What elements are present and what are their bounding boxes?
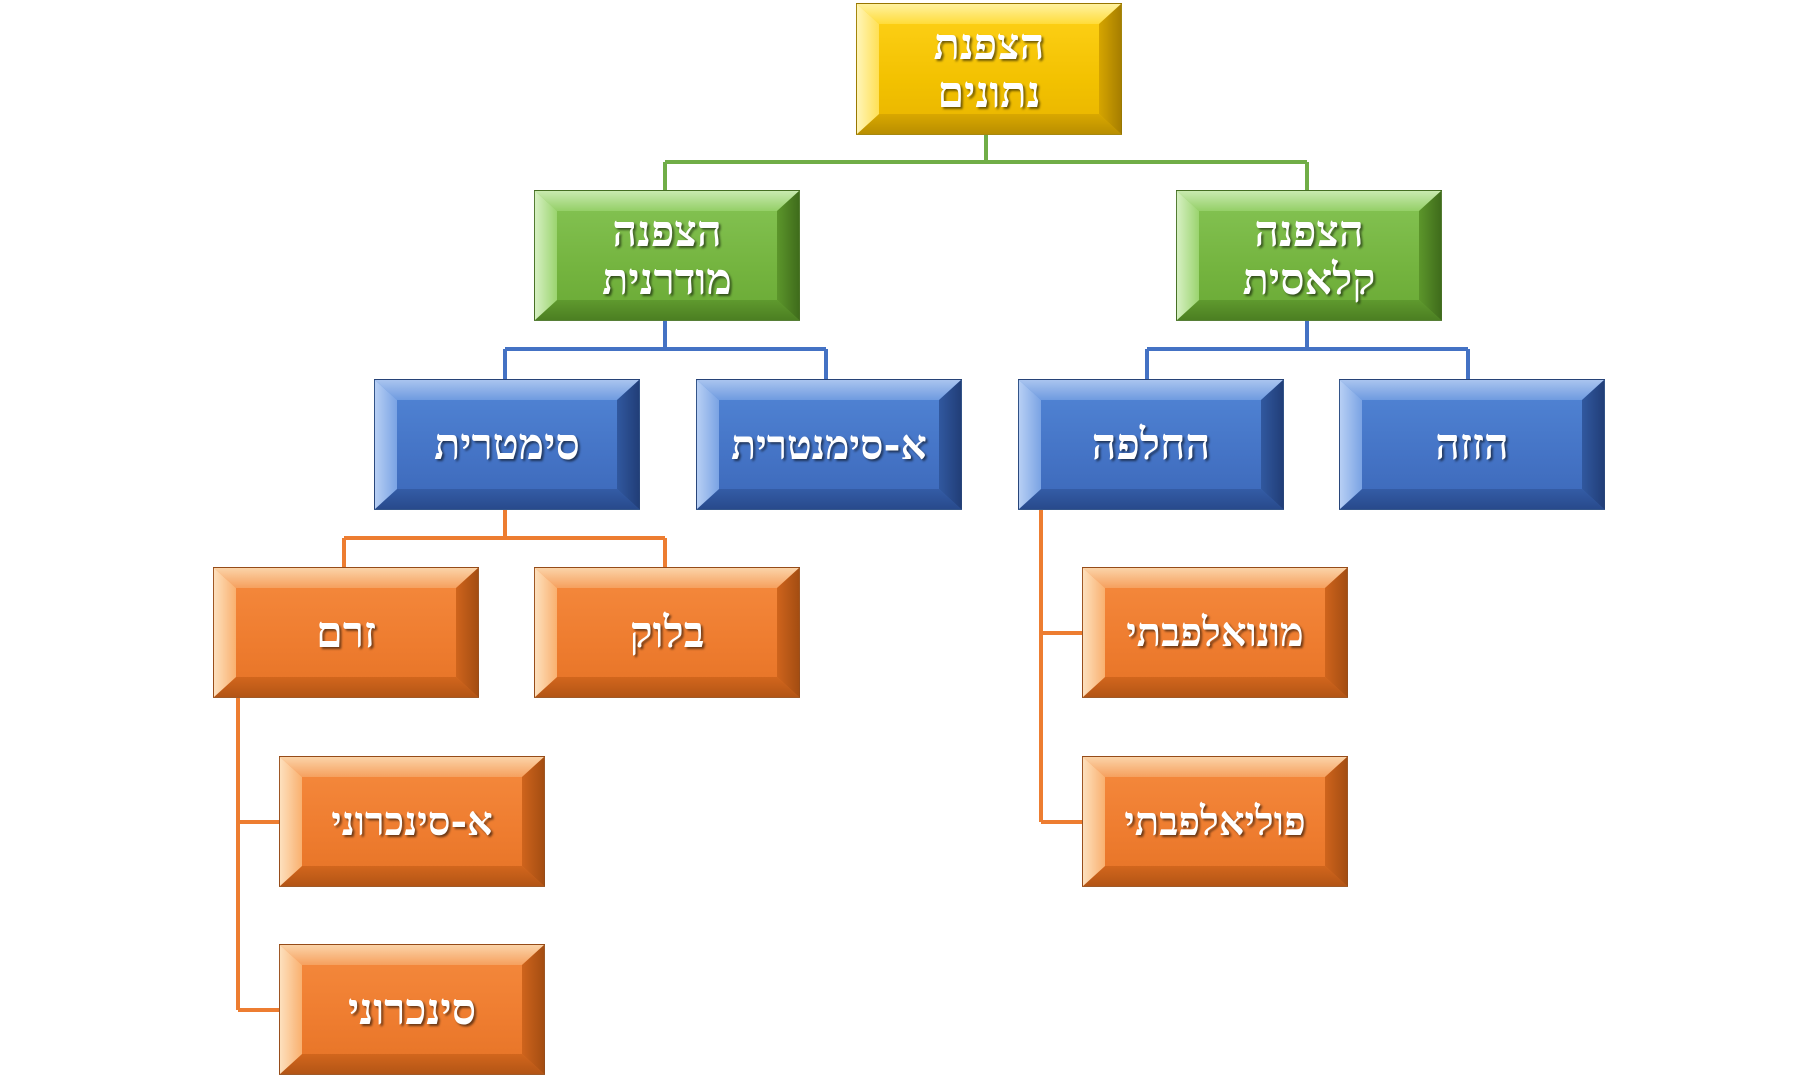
bevel-bottom (375, 489, 639, 509)
node-monoalphabetic: מונואלפבתי (1082, 567, 1348, 698)
node-asymmetric: א-סימנטרית (696, 379, 962, 510)
node-label: הצפנה קלאסית (1242, 206, 1376, 305)
bevel-right (617, 380, 639, 509)
node-label: מונואלפבתי (1126, 608, 1304, 656)
bevel-bottom (280, 866, 544, 886)
node-label: א-סימנטרית (731, 420, 927, 469)
node-asynchronous: א-סינכרוני (279, 756, 545, 887)
node-block: בלוק (534, 567, 800, 698)
bevel-bottom (1340, 489, 1604, 509)
node-label: בלוק (629, 607, 705, 658)
bevel-right (1325, 568, 1347, 697)
node-label: א-סינכרוני (331, 797, 493, 845)
root-connectors (663, 135, 1309, 190)
bevel-top (535, 568, 799, 588)
bevel-left (280, 757, 302, 886)
node-stream: זרם (213, 567, 479, 698)
bevel-top (375, 380, 639, 400)
bevel-right (522, 945, 544, 1074)
bevel-right (456, 568, 478, 697)
node-label: סימטרית (434, 419, 580, 470)
bevel-top (1340, 380, 1604, 400)
bevel-left (1083, 568, 1105, 697)
node-label: הצפנת נתונים (933, 20, 1045, 118)
bevel-right (777, 568, 799, 697)
node-label: זרם (316, 607, 376, 658)
bevel-bottom (280, 1054, 544, 1074)
bevel-left (214, 568, 236, 697)
bevel-top (214, 568, 478, 588)
bevel-left (1340, 380, 1362, 509)
bevel-left (280, 945, 302, 1074)
node-label: הזזה (1435, 419, 1509, 470)
node-label: הצפנה מודרנית (602, 206, 732, 305)
bevel-bottom (697, 489, 961, 509)
bevel-bottom (1083, 677, 1347, 697)
bevel-left (375, 380, 397, 509)
bevel-left (1019, 380, 1041, 509)
bevel-left (1083, 757, 1105, 886)
bevel-bottom (1083, 866, 1347, 886)
bevel-right (1582, 380, 1604, 509)
bevel-top (697, 380, 961, 400)
bevel-bottom (214, 677, 478, 697)
bevel-top (1019, 380, 1283, 400)
level1-connectors (503, 321, 1470, 379)
bevel-right (1325, 757, 1347, 886)
node-modern-encryption: הצפנה מודרנית (534, 190, 800, 321)
node-label: החלפה (1091, 419, 1211, 470)
node-classic-encryption: הצפנה קלאסית (1176, 190, 1442, 321)
node-data-encryption: הצפנת נתונים (856, 3, 1122, 135)
level3-connectors (236, 698, 279, 1012)
bevel-right (939, 380, 961, 509)
bevel-left (535, 568, 557, 697)
bevel-bottom (535, 677, 799, 697)
node-substitution: החלפה (1018, 379, 1284, 510)
node-label: סינכרוני (347, 984, 477, 1035)
level2-connectors (342, 510, 1082, 824)
node-transposition: הזזה (1339, 379, 1605, 510)
bevel-left (697, 380, 719, 509)
bevel-top (1083, 757, 1347, 777)
node-symmetric: סימטרית (374, 379, 640, 510)
bevel-bottom (1019, 489, 1283, 509)
bevel-right (1261, 380, 1283, 509)
node-label: פוליאלפבתי (1124, 797, 1306, 845)
bevel-top (1083, 568, 1347, 588)
bevel-top (280, 945, 544, 965)
bevel-top (280, 757, 544, 777)
bevel-right (522, 757, 544, 886)
node-polyalphabetic: פוליאלפבתי (1082, 756, 1348, 887)
node-synchronous: סינכרוני (279, 944, 545, 1075)
